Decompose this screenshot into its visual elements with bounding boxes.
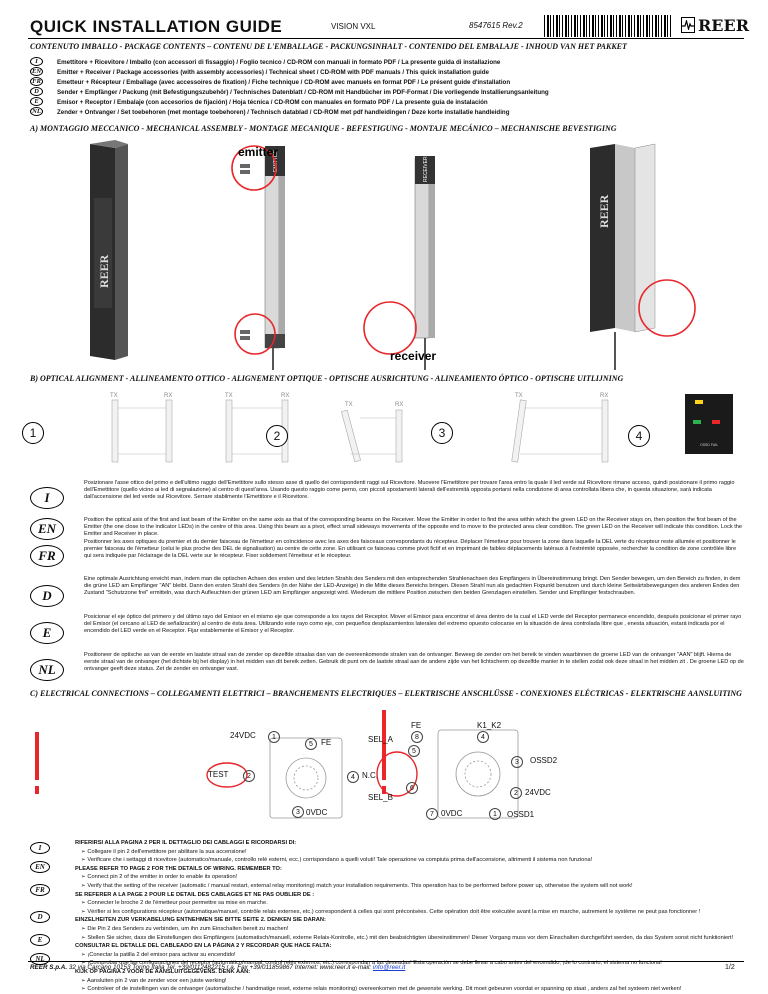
receiver-connector [437, 729, 519, 819]
lang-badge-e: E [30, 622, 64, 644]
alignment-text-nl: Positioneer de optische as van de eerste… [84, 652, 744, 672]
alignment-text-i: Posizionare l'asse ottico del primo e de… [84, 480, 735, 500]
svg-text:TX: TX [110, 393, 118, 399]
connections-heading: C) ELECTRICAL CONNECTIONS – COLLEGAMENTI… [30, 689, 742, 698]
barcode [544, 15, 672, 37]
contents-item: Emettitore + Ricevitore / Imballo (con a… [57, 59, 501, 66]
contents-item: Sender + Empfänger / Packung (mit Befest… [57, 89, 549, 96]
lang-badge-en: EN [30, 518, 64, 540]
guide-title: QUICK INSTALLATION GUIDE [30, 17, 283, 36]
contents-item: Emetteur + Récepteur / Emballage (avec a… [57, 79, 511, 86]
pin-k1k2: K1_K2 [477, 721, 502, 730]
doc-code: 8547615 Rev.2 [469, 21, 523, 30]
svg-text:REER: REER [597, 194, 611, 228]
receiver-label: receiver [390, 349, 436, 363]
brand-name: REER [698, 15, 749, 35]
wiring-notes: RIFERIRSI ALLA PAGINA 2 PER IL DETTAGLIO… [75, 840, 734, 993]
pin-sel-b: SEL_B [368, 793, 393, 802]
lang-badge-d: D [30, 585, 64, 607]
reer-logo: REER [681, 14, 749, 36]
page-number: 1/2 [725, 964, 735, 971]
pin-sel-a: SEL_A [368, 735, 393, 744]
alignment-text-d: Eine optimale Ausrichtung erreicht man, … [84, 576, 741, 596]
contents-item: Zender + Ontvanger / Set toebehoren (met… [57, 109, 510, 116]
svg-text:RX: RX [281, 393, 289, 399]
svg-text:RX: RX [395, 402, 403, 408]
contents-list: Emettitore + Ricevitore / Imballo (con a… [57, 58, 549, 118]
svg-text:REER: REER [97, 254, 111, 288]
step-1: 1 [22, 422, 44, 444]
emitter-top-marker [231, 145, 277, 191]
pin-ossd1: OSSD1 [507, 810, 535, 819]
contents-heading: CONTENUTO IMBALLO - PACKAGE CONTENTS – C… [30, 42, 627, 51]
svg-text:RX: RX [164, 393, 172, 399]
alignment-text-e: Posicionar el eje óptico del primero y d… [84, 614, 742, 634]
pin-fe: FE [321, 738, 332, 747]
header-divider [28, 38, 744, 39]
svg-text:OSSD FAIL: OSSD FAIL [700, 443, 718, 447]
pin-fe-rx: FE [411, 721, 422, 730]
emitter-profile-left [90, 140, 128, 360]
pin-ossd2: OSSD2 [530, 756, 558, 765]
bracket-marker [638, 279, 696, 337]
lang-badge-i: I [30, 487, 64, 509]
receiver-bar [414, 156, 435, 339]
receiver-profile-right [590, 143, 656, 333]
svg-text:RECEIVER: RECEIVER [423, 156, 429, 182]
contents-item: Emisor + Receptor / Embalaje (con acceso… [57, 99, 488, 106]
pin-0vdc-rx: 0VDC [441, 809, 463, 818]
alignment-heading: B) OPTICAL ALIGNMENT - ALLINEAMENTO OTTI… [30, 374, 624, 383]
lang-badge-fr: FR [30, 545, 64, 567]
pin-test: TEST [208, 770, 229, 779]
svg-text:TX: TX [225, 393, 233, 399]
pulse-icon [681, 17, 695, 33]
email-link[interactable]: info@reer.it [372, 964, 406, 971]
svg-text:TX: TX [345, 402, 353, 408]
pin-0vdc: 0VDC [306, 808, 328, 817]
alignment-text-en: Position the optical axis of the first a… [84, 517, 743, 537]
lang-badge-nl: NL [30, 659, 64, 681]
pin-24vdc: 24VDC [230, 731, 256, 740]
green-led [693, 420, 701, 424]
receiver-marker [363, 301, 417, 355]
product-name: VISION VXL [331, 22, 376, 31]
assembly-illustration: REER EMITTER emitter RECEIVER receiver R… [90, 140, 696, 370]
pin-nc: N.C. [362, 771, 378, 780]
step-2: 2 [266, 425, 288, 447]
step-3: 3 [431, 422, 453, 444]
svg-text:RX: RX [600, 393, 608, 399]
connections-illustration [35, 710, 519, 819]
step-4: 4 [628, 425, 650, 447]
warning-icon [35, 732, 39, 780]
alignment-text-fr: Positionner les axes optiques du premier… [84, 539, 737, 559]
pin-24vdc-rx: 24VDC [525, 788, 551, 797]
footer-divider [28, 961, 744, 962]
svg-text:EMITTER: EMITTER [273, 150, 279, 172]
emitter-label: emitter [238, 145, 278, 159]
contents-item: Emitter + Receiver / Package accessories… [57, 69, 489, 76]
assembly-heading: A) MONTAGGIO MECCANICO - MECHANICAL ASSE… [30, 124, 617, 133]
emitter-bottom-marker [234, 313, 276, 355]
svg-text:TX: TX [515, 393, 523, 399]
emitter-connector [269, 737, 343, 819]
footer: REER S.p.A. 32 via Carcano 10153 Torino … [30, 964, 406, 971]
contents-lang-column: I EN FR D E NL [30, 57, 43, 116]
warning-icon [382, 710, 386, 780]
